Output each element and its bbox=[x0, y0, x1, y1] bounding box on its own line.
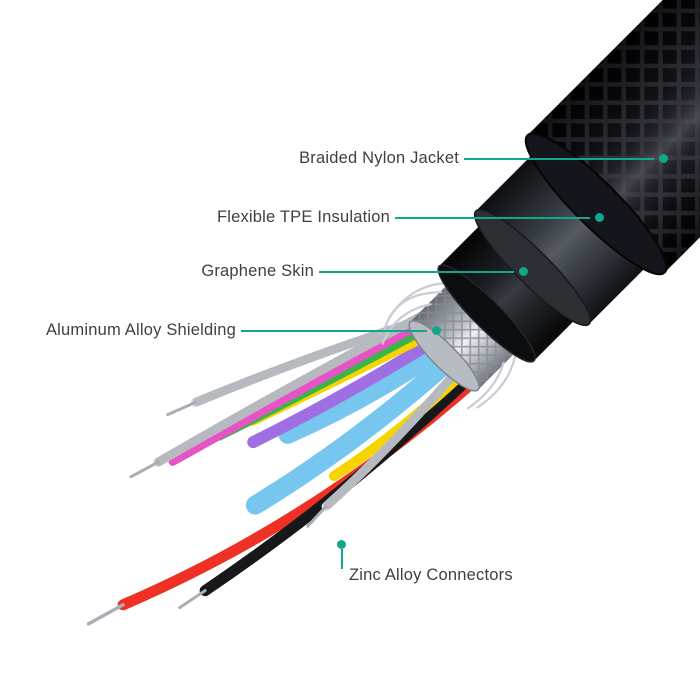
wire-silver-lower-bare-tip bbox=[306, 504, 328, 528]
callout-label: Graphene Skin bbox=[201, 262, 314, 280]
callout-label: Flexible TPE Insulation bbox=[216, 208, 390, 226]
callout-label: Zinc Alloy Connectors bbox=[349, 566, 513, 584]
jacket-shading bbox=[527, 0, 700, 273]
callout-line bbox=[340, 549, 343, 569]
callout-braided-nylon-jacket: Braided Nylon Jacket bbox=[299, 149, 668, 168]
wire-red-bare-tip bbox=[86, 603, 125, 626]
callout-flexible-tpe-insulation: Flexible TPE Insulation bbox=[217, 208, 604, 227]
braided-nylon-jacket bbox=[524, 0, 700, 276]
callout-line bbox=[241, 329, 427, 332]
wire-black-bare-tip bbox=[178, 589, 207, 610]
callout-dot bbox=[595, 213, 604, 222]
callout-line bbox=[319, 270, 514, 273]
tpe-insulation bbox=[473, 136, 664, 327]
graphene-cut-face bbox=[437, 264, 536, 363]
cable-group bbox=[86, 0, 700, 626]
wire-silver-upper-2-bare-tip bbox=[129, 460, 160, 479]
shield-cut-face bbox=[408, 320, 480, 392]
callout-label: Braided Nylon Jacket bbox=[299, 149, 459, 167]
shield-braid-texture bbox=[410, 258, 542, 390]
wire-blue-lower bbox=[245, 337, 475, 515]
tpe-cut-face bbox=[473, 208, 592, 327]
callout-line bbox=[395, 216, 590, 219]
wire-silver-upper-2-braid-texture bbox=[153, 311, 427, 467]
callout-graphene-skin: Graphene Skin bbox=[201, 262, 528, 281]
tpe-surface bbox=[475, 136, 664, 325]
wire-silver-upper-1-bare-tip bbox=[166, 401, 197, 417]
callout-aluminum-alloy-shielding: Aluminum Alloy Shielding bbox=[46, 321, 441, 340]
callout-dot bbox=[519, 267, 528, 276]
callout-dot bbox=[659, 154, 668, 163]
callout-label: Aluminum Alloy Shielding bbox=[45, 321, 236, 339]
callout-dot bbox=[432, 326, 441, 335]
wire-bundle bbox=[86, 311, 489, 626]
wire-magenta bbox=[168, 315, 434, 466]
aluminum-alloy-shielding bbox=[381, 258, 542, 410]
callout-dot bbox=[337, 540, 346, 549]
graphene-surface bbox=[439, 205, 595, 361]
graphene-skin bbox=[437, 205, 595, 363]
jacket-cut-face bbox=[524, 132, 668, 276]
callout-line bbox=[464, 157, 654, 160]
